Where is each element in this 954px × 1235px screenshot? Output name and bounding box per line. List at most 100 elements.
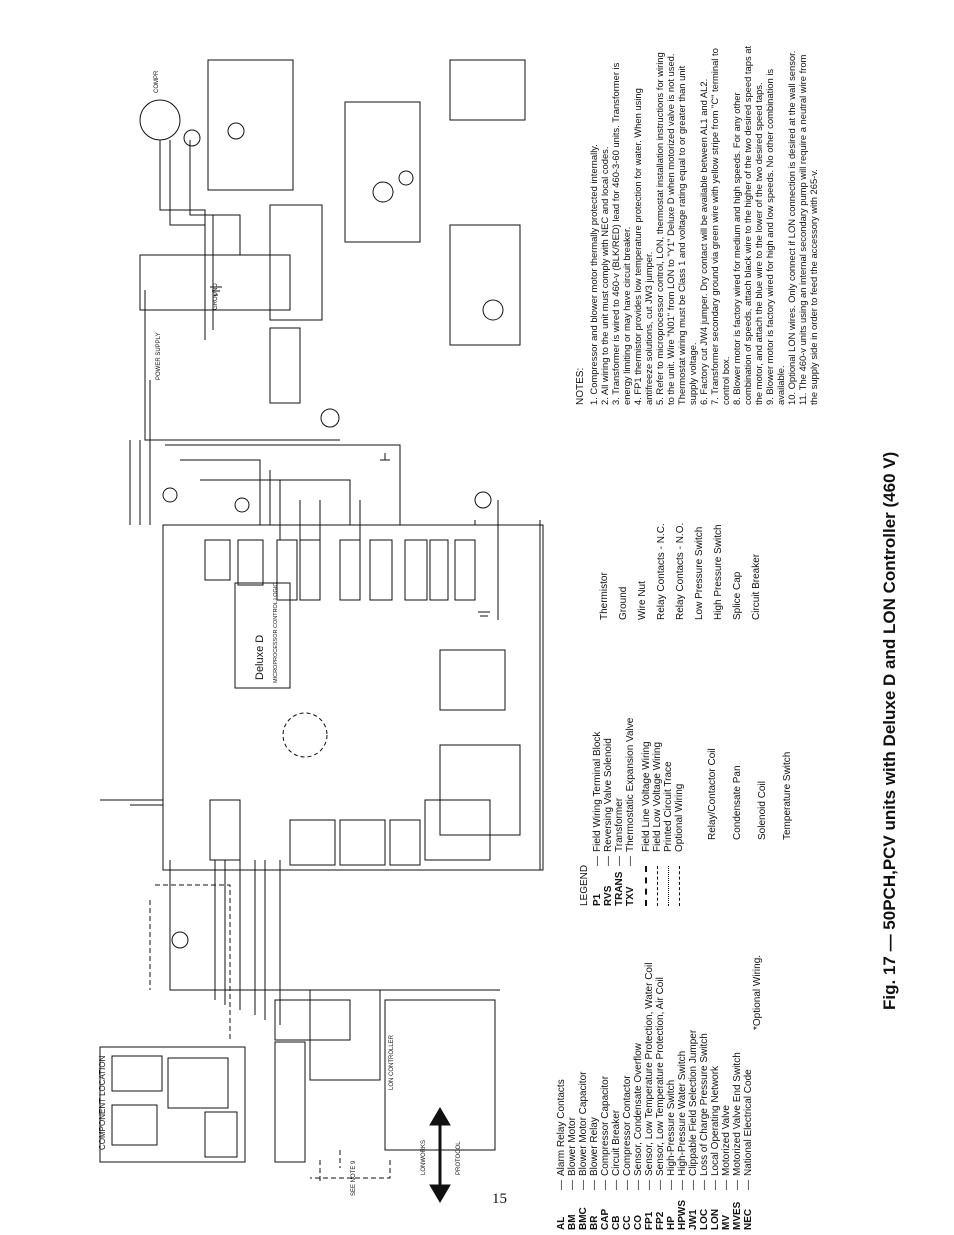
label-lonworks: LONWORKS [421,1140,427,1175]
notes-title: NOTES: [575,367,586,405]
legend-row: FP2—Sensor, Low Temperature Protection, … [655,977,666,1230]
legend-desc: Thermistor [599,572,610,620]
dip-switch-package-1 [439,649,506,711]
legend-dash: — [614,856,625,866]
legend-desc: Loss of Charge Pressure Switch [699,1033,710,1176]
legend-symbol-row: Thermistor [595,420,614,620]
legend-desc: Circuit Breaker [751,553,762,620]
note-item: 9. Blower motor is factory wired for hig… [764,68,786,405]
line-style-swatch [645,866,648,906]
legend-symbol-row: Low Pressure Switch [690,420,709,620]
legend-desc: Field Low Voltage Wiring [652,741,663,852]
legend-desc: Relay Contacts - N.O. [675,522,686,620]
legend-dash: — [666,1180,677,1190]
legend-dash: — [600,1180,611,1190]
legend-symbol-row: Splice Cap [728,420,747,620]
note-item: 1. Compressor and blower motor thermally… [588,144,599,405]
legend-row: LON—Local Operating Network [710,1000,721,1230]
legend-desc: Sensor, Low Temperature Protection, Air … [655,977,666,1176]
legend-desc: Ground [618,586,629,620]
legend-desc: Temperature Switch [782,751,793,840]
legend-row: AL—Alarm Relay Contacts [556,1000,567,1230]
legend-dash: — [721,1180,732,1190]
legend-abbr: P1 [592,893,603,906]
legend-desc: Condensate Pan [732,765,743,840]
legend-row: NEC—National Electrical Code [743,1000,754,1230]
page-number: 15 [492,1191,507,1207]
power-supply-brace [139,254,291,311]
legend-desc: Optional Wiring [674,783,685,852]
legend-row: CB—Circuit Breaker [611,1000,622,1230]
legend-row: CAP—Compressor Capacitor [600,1000,611,1230]
legend-row: LOC — Loss of Charge Pressure Switch [699,1000,710,1230]
legend-dash: — [655,1180,666,1190]
legend-line-row: Printed Circuit Trace [663,666,674,906]
notes-list: 1. Compressor and blower motor thermally… [588,45,819,405]
legend-symbol-row: Relay Contacts - N.O. [671,420,690,620]
optional-wiring-note: *Optional Wiring. [752,954,763,1030]
legend-row: P1 — Field Wiring Terminal Block [592,666,603,906]
legend-desc: Low Pressure Switch [694,526,705,620]
legend-dash: — [592,856,603,866]
legend-symbol-row: Circuit Breaker [747,420,766,620]
legend-abbr: JW1 [688,1209,699,1230]
legend-desc: Blower Motor [567,1117,578,1176]
legend-dash: — [677,1180,688,1190]
legend-desc: National Electrical Code [743,1069,754,1176]
label-lon-controller: LON CONTROLLER [389,1034,395,1090]
label-see-note-9: SEE NOTE 9 [351,1160,357,1196]
note-item: 3. Transformer is wired to 460-v (BLK/RE… [610,62,632,405]
legend-title: LEGEND [579,864,590,906]
legend-dash: — [699,1180,710,1190]
legend-row: RVS—Reversing Valve Solenoid [603,666,614,906]
line-style-swatch [656,866,658,906]
note-item: 8. Blower motor is factory wired for med… [731,45,764,405]
digital-wall-sensor [274,1041,306,1163]
transformer-table [269,204,323,321]
legend-symbol-row: Solenoid Coil [750,660,775,840]
legend-dash: — [688,1180,699,1190]
legend-abbr: LOC [699,1208,710,1230]
legend-abbr: CAP [600,1208,611,1230]
legend-desc: High Pressure Switch [713,524,724,620]
legend-line-row: Field Line Voltage Wiring [641,666,652,906]
legend-abbr: TXV [625,886,636,906]
legend-abbr: BR [589,1215,600,1230]
legend-dash: — [603,856,614,866]
legend-dash: — [644,1180,655,1190]
legend-desc: Sensor, Low Temperature Protection, Wate… [644,962,655,1176]
note-item: 10. Optional LON wires. Only connect if … [786,50,797,405]
legend-dash: — [611,1180,622,1190]
legend-abbr: BMC [578,1207,589,1230]
note-item: 5. Refer to microprocessor control, LON,… [654,52,698,405]
legend-desc: Wire Nut [637,581,648,620]
legend-desc: Field Wiring Terminal Block [592,731,603,852]
legend-desc: Thermostatic Expansion Valve [625,717,636,852]
legend-symbol-row: Relay/Contactor Coil [700,660,725,840]
legend-row: BR—Blower Relay [589,1000,600,1230]
legend-desc: Relay Contacts - N.C. [656,523,667,620]
deluxe-d-board [162,524,544,871]
jw4-circle [282,712,328,758]
legend-dash: — [556,1180,567,1190]
legend-row: FP1—Sensor, Low Temperature Protection, … [644,963,655,1230]
component-lon [204,1111,238,1158]
legend-dash: — [622,1180,633,1190]
dip-switch-package-2 [439,744,521,836]
component-br2 [111,1055,163,1092]
legend-row: JW1—Clippable Field Selection Jumper [688,1000,699,1230]
legend-abbr: CO [633,1215,644,1230]
legend-row: MVES—Motorized Valve End Switch [732,1000,743,1230]
legend-dash: — [625,856,636,866]
legend-desc: Printed Circuit Trace [663,761,674,852]
legend-abbr: HPWS [677,1200,688,1230]
legend-desc: Reversing Valve Solenoid [603,738,614,852]
legend-line-row: Optional Wiring [674,666,685,906]
legend-dash: — [578,1180,589,1190]
legend-desc: Splice Cap [732,571,743,620]
legend-desc: Solenoid Coil [757,781,768,840]
legend-desc: Blower Relay [589,1117,600,1176]
